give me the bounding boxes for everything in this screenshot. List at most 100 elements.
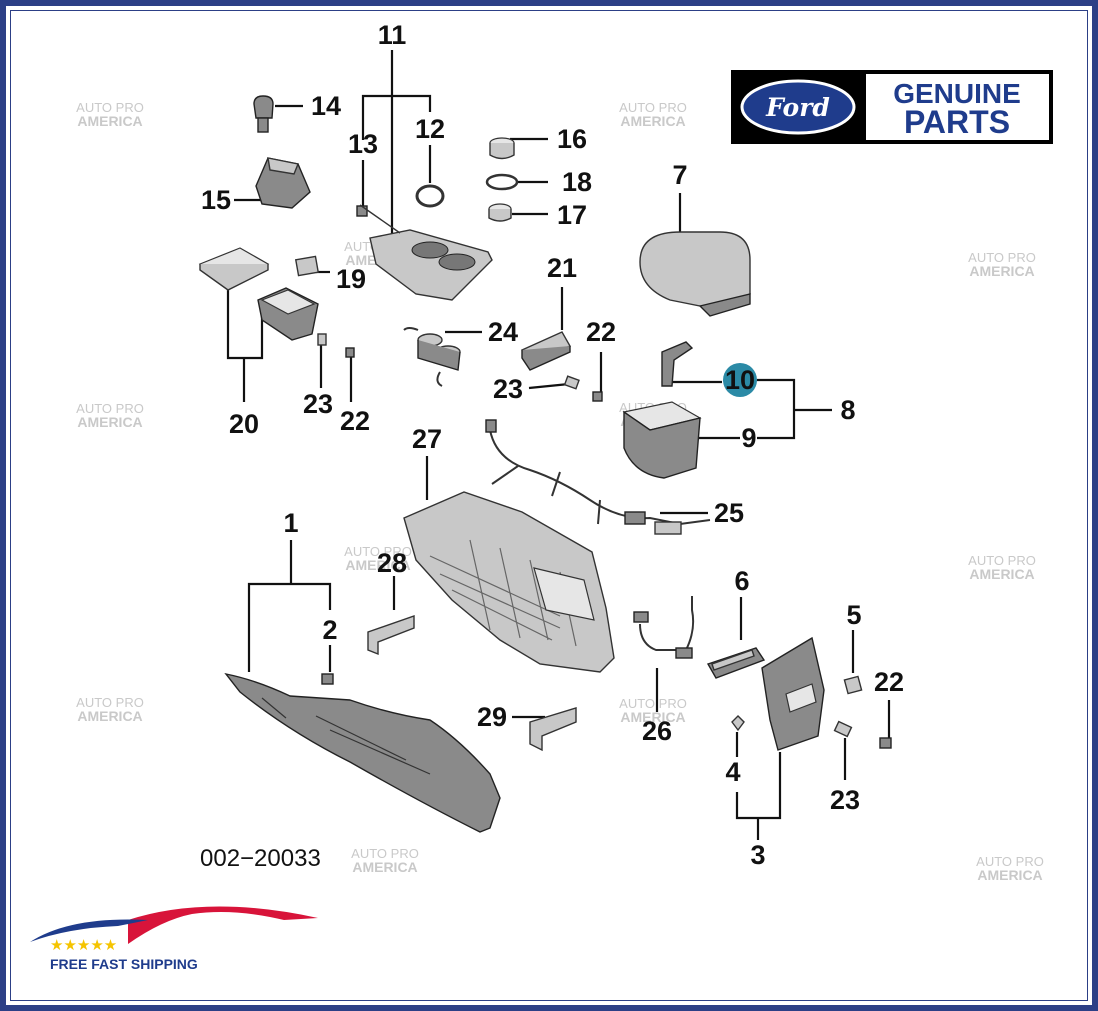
svg-text:AUTO PRO: AUTO PRO bbox=[619, 100, 687, 115]
part-28-bracket bbox=[367, 615, 415, 656]
watermark: AUTO PRO AMERICA bbox=[619, 696, 687, 725]
callout-25: 25 bbox=[714, 498, 744, 528]
svg-text:AUTO PRO: AUTO PRO bbox=[968, 553, 1036, 568]
part-20-bin-door bbox=[198, 247, 270, 291]
diagram-inner-border bbox=[10, 10, 1088, 1001]
part-23a-screw bbox=[317, 333, 327, 346]
part-3-rear-panel bbox=[761, 636, 825, 751]
leader-23b bbox=[528, 382, 570, 390]
part-23c-screw bbox=[833, 720, 853, 738]
callout-20: 20 bbox=[229, 409, 259, 439]
svg-text:AMERICA: AMERICA bbox=[77, 708, 142, 724]
part-16-cup-insert bbox=[489, 137, 515, 160]
svg-text:AUTO PRO: AUTO PRO bbox=[344, 544, 412, 559]
part-6-switch-panel bbox=[706, 647, 766, 679]
callout-12: 12 bbox=[415, 114, 445, 144]
leader-lines bbox=[226, 50, 891, 840]
svg-text:AMERICA: AMERICA bbox=[352, 859, 417, 875]
callout-3: 3 bbox=[750, 840, 765, 870]
callout-23c: 23 bbox=[830, 785, 860, 815]
callout-4: 4 bbox=[725, 757, 740, 787]
svg-text:AMERICA: AMERICA bbox=[977, 867, 1042, 883]
watermark: AUTO PRO AMERICA bbox=[351, 846, 419, 875]
svg-text:AUTO PRO: AUTO PRO bbox=[76, 401, 144, 416]
part-13-clip bbox=[356, 205, 368, 217]
swoosh-red bbox=[128, 906, 318, 944]
callout-22b: 22 bbox=[586, 317, 616, 347]
part-11-cupholder-panel bbox=[359, 204, 493, 301]
callout-13: 13 bbox=[348, 129, 378, 159]
part-20-bin bbox=[257, 287, 319, 341]
part-4-clip bbox=[731, 715, 745, 732]
rating-stars: ★★★★★ bbox=[50, 937, 117, 954]
callout-6: 6 bbox=[734, 566, 749, 596]
watermark: AUTO PRO AMERICA bbox=[968, 553, 1036, 582]
svg-text:AMERICA: AMERICA bbox=[969, 566, 1034, 582]
callout-7: 7 bbox=[672, 160, 687, 190]
callout-5: 5 bbox=[846, 600, 861, 630]
part-29-bracket bbox=[529, 707, 577, 752]
svg-text:AMERICA: AMERICA bbox=[77, 414, 142, 430]
callout-15: 15 bbox=[201, 185, 231, 215]
watermark-group: AUTO PRO AMERICA AUTO PRO AMERICA AUTO P… bbox=[76, 100, 1044, 883]
callout-28: 28 bbox=[377, 548, 407, 578]
callout-8: 8 bbox=[840, 395, 855, 425]
part-23b-screw bbox=[563, 375, 580, 390]
leader-1-2-bracket bbox=[247, 582, 332, 672]
watermark: AUTO PRO AMERICA bbox=[976, 854, 1044, 883]
callout-2: 2 bbox=[322, 615, 337, 645]
part-18-ring bbox=[485, 173, 519, 191]
part-21-usb-module bbox=[521, 331, 571, 371]
watermark: AUTO PRO AMERICA bbox=[76, 100, 144, 129]
svg-text:AUTO PRO: AUTO PRO bbox=[351, 846, 419, 861]
part-1-side-trim-panel bbox=[224, 672, 501, 833]
leader-3-bracket bbox=[735, 752, 782, 820]
callout-22a: 22 bbox=[340, 406, 370, 436]
callout-10: 10 bbox=[725, 365, 755, 395]
callout-23b: 23 bbox=[493, 374, 523, 404]
callout-1: 1 bbox=[283, 508, 298, 538]
genuine-parts-badge: Ford GENUINE PARTS bbox=[731, 70, 1053, 144]
leader-13-12-bracket bbox=[361, 94, 432, 140]
badge-line2: PARTS bbox=[904, 104, 1010, 140]
badge-line1: GENUINE bbox=[893, 78, 1021, 109]
part-7-armrest-lid bbox=[639, 231, 751, 317]
callout-27: 27 bbox=[412, 424, 442, 454]
shipping-label: FREE FAST SHIPPING bbox=[50, 956, 198, 972]
part-12-oring bbox=[415, 184, 445, 208]
part-19-bracket bbox=[294, 255, 320, 277]
svg-text:AMERICA: AMERICA bbox=[620, 709, 685, 725]
callout-16: 16 bbox=[557, 124, 587, 154]
part-10-latch bbox=[661, 341, 694, 387]
diagram-code: 002−20033 bbox=[200, 845, 321, 872]
callout-10-highlight bbox=[723, 363, 757, 397]
badge-panel bbox=[866, 74, 1049, 140]
watermark: AUTO PRO AMERICA bbox=[968, 250, 1036, 279]
part-9-storage-bin bbox=[622, 401, 702, 479]
part-22b-clip bbox=[592, 391, 603, 402]
callout-17: 17 bbox=[557, 200, 587, 230]
callout-23a: 23 bbox=[303, 389, 333, 419]
callout-21: 21 bbox=[547, 253, 577, 283]
part-24-power-point bbox=[403, 327, 461, 387]
watermark: AUTO PRO AMERICA bbox=[344, 544, 412, 573]
part-25-wiring-harness bbox=[485, 419, 711, 535]
svg-text:AMERICA: AMERICA bbox=[620, 113, 685, 129]
callout-numbers: 11 14 13 12 16 15 18 17 7 21 19 24 22 10… bbox=[201, 20, 904, 870]
watermark: AUTO PRO AMERICA bbox=[76, 401, 144, 430]
svg-text:AUTO PRO: AUTO PRO bbox=[76, 695, 144, 710]
callout-19: 19 bbox=[336, 264, 366, 294]
part-17-cap bbox=[488, 203, 512, 222]
ford-logo-text: Ford bbox=[765, 93, 830, 122]
part-26-wiring bbox=[633, 596, 695, 659]
part-illustrations bbox=[198, 95, 892, 833]
svg-text:AUTO PRO: AUTO PRO bbox=[76, 100, 144, 115]
part-15-shift-bezel bbox=[255, 157, 311, 209]
callout-26: 26 bbox=[642, 716, 672, 746]
svg-text:AUTO PRO: AUTO PRO bbox=[976, 854, 1044, 869]
callout-29: 29 bbox=[477, 702, 507, 732]
callout-24: 24 bbox=[488, 317, 518, 347]
svg-text:AUTO PRO: AUTO PRO bbox=[619, 696, 687, 711]
part-22a-clip bbox=[345, 347, 355, 358]
part-22c-clip bbox=[879, 737, 892, 749]
